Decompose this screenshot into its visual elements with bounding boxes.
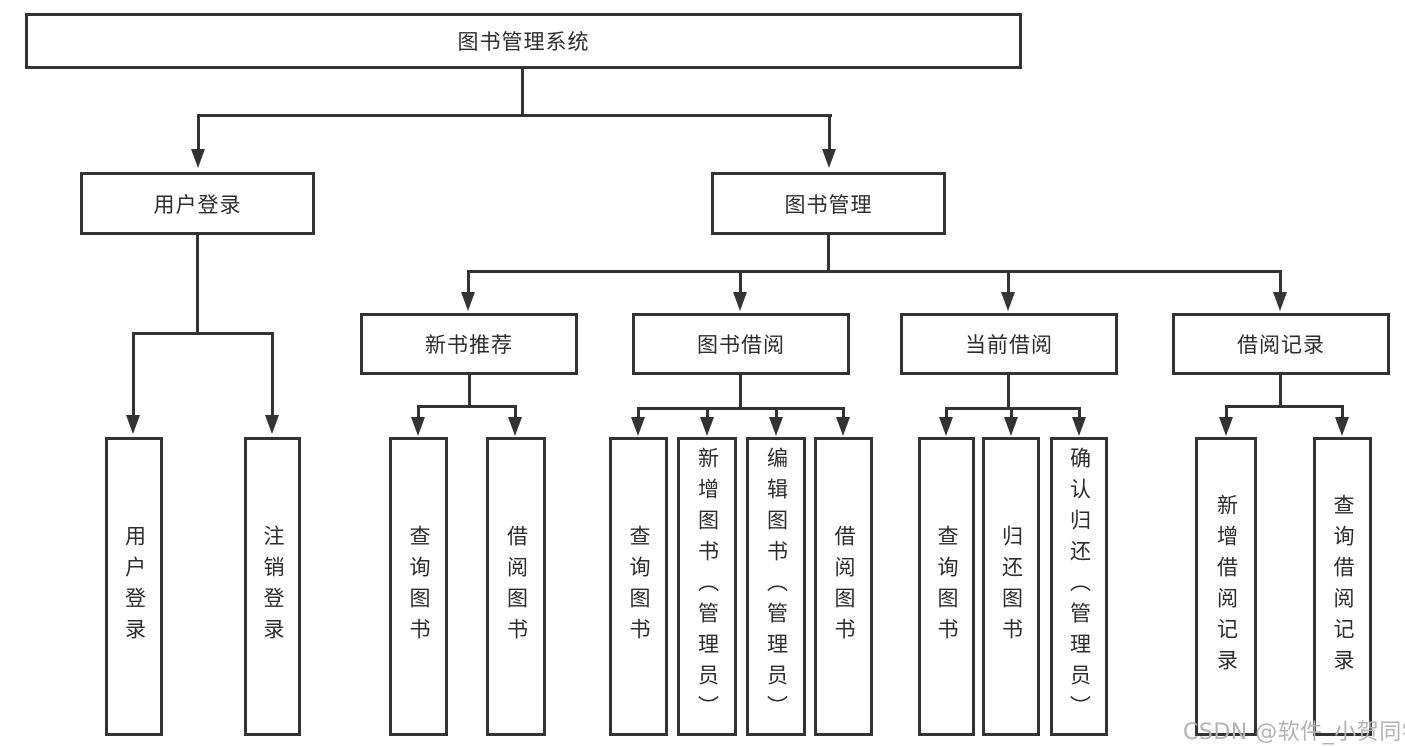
- connector-shaft: [637, 407, 640, 420]
- node-label: 图书管理: [784, 192, 873, 217]
- connector-current-borrowing-stub: [1007, 374, 1010, 410]
- arrowhead-down-icon: [411, 417, 425, 436]
- arrowhead-down-icon: [836, 417, 850, 436]
- node-label: 新书推荐: [425, 333, 513, 357]
- arrowhead-down-icon: [1273, 292, 1287, 311]
- leaf-borrow-books: 借阅图书: [814, 437, 873, 736]
- arrowhead-down-icon: [733, 292, 747, 311]
- connector-book-management-stub: [827, 234, 830, 273]
- connector-shaft: [945, 407, 948, 420]
- arrowhead-down-icon: [191, 149, 205, 168]
- csdn-watermark: CSDN @软件_小贺同学: [1183, 720, 1405, 745]
- connector-user-login-stub: [196, 234, 199, 335]
- leaf-query-books-recommend: 查询图书: [389, 437, 448, 736]
- connector-shaft: [1225, 405, 1228, 420]
- arrowhead-down-icon: [822, 149, 836, 168]
- arrowhead-down-icon: [700, 417, 714, 436]
- connector-shaft: [842, 407, 845, 420]
- connector-book-borrowing-stub: [739, 374, 742, 410]
- leaf-confirm-return-admin: 确认归还（管理员）: [1050, 437, 1108, 736]
- leaf-label: 归还图书: [999, 524, 1024, 649]
- arrowhead-down-icon: [1004, 417, 1018, 436]
- node-label: 当前借阅: [965, 333, 1053, 357]
- connector-shaft: [467, 270, 470, 295]
- arrowhead-down-icon: [769, 417, 783, 436]
- connector-shaft: [1341, 405, 1344, 420]
- arrowhead-down-icon: [939, 417, 953, 436]
- node-book-borrowing: 图书借阅: [632, 313, 850, 375]
- arrowhead-down-icon: [1219, 417, 1233, 436]
- node-current-borrowing: 当前借阅: [900, 313, 1118, 375]
- connector-shaft-user-login: [197, 114, 200, 151]
- arrowhead-down-icon: [631, 417, 645, 436]
- connector-shaft: [271, 332, 274, 417]
- arrowhead-down-icon: [265, 415, 279, 434]
- leaf-label: 编辑图书（管理员）: [764, 447, 789, 726]
- connector-root-stub: [521, 69, 524, 116]
- connector-shaft: [739, 270, 742, 295]
- leaf-add-books-admin: 新增图书（管理员）: [677, 437, 737, 736]
- connector-borrowing-records-rail: [1225, 405, 1343, 408]
- leaf-label: 借阅图书: [832, 524, 856, 649]
- connector-shaft: [1078, 407, 1081, 420]
- connector-shaft: [514, 405, 517, 420]
- connector-shaft: [1279, 270, 1282, 295]
- connector-level2-rail: [197, 114, 832, 117]
- arrowhead-down-icon: [508, 417, 522, 436]
- leaf-label: 借阅图书: [504, 524, 529, 649]
- node-label: 图书借阅: [697, 333, 785, 357]
- connector-shaft: [132, 332, 135, 417]
- leaf-query-borrow-record: 查询借阅记录: [1313, 437, 1372, 736]
- leaf-query-books-borrowing: 查询图书: [609, 437, 668, 736]
- leaf-label: 查询图书: [627, 524, 651, 649]
- leaf-label: 用户登录: [122, 524, 147, 649]
- leaf-borrow-books-recommend: 借阅图书: [486, 437, 546, 736]
- leaf-add-borrow-record: 新增借阅记录: [1195, 437, 1257, 736]
- node-label: 用户登录: [153, 192, 242, 217]
- leaf-query-books-current: 查询图书: [918, 437, 975, 736]
- arrowhead-down-icon: [1072, 417, 1086, 436]
- node-label: 借阅记录: [1237, 333, 1325, 357]
- arrowhead-down-icon: [1335, 417, 1349, 436]
- node-new-book-recommendation: 新书推荐: [360, 313, 578, 375]
- node-user-login: 用户登录: [80, 172, 315, 235]
- connector-shaft: [1010, 407, 1013, 420]
- connector-borrowing-records-stub: [1279, 374, 1282, 408]
- leaf-label: 注销登录: [261, 524, 285, 649]
- connector-shaft: [417, 405, 420, 420]
- connector-shaft: [775, 407, 778, 420]
- leaf-return-books: 归还图书: [982, 437, 1040, 736]
- leaf-label: 新增图书（管理员）: [695, 447, 720, 726]
- leaf-edit-books-admin: 编辑图书（管理员）: [746, 437, 806, 736]
- connector-new-book-rail: [417, 405, 517, 408]
- leaf-user-login: 用户登录: [105, 437, 163, 736]
- leaf-label: 确认归还（管理员）: [1067, 447, 1092, 726]
- arrowhead-down-icon: [461, 292, 475, 311]
- connector-shaft: [1007, 270, 1010, 295]
- node-library-management-system: 图书管理系统: [25, 13, 1022, 69]
- connector-book-borrowing-rail: [637, 407, 845, 410]
- leaf-label: 查询借阅记录: [1331, 493, 1355, 680]
- arrowhead-down-icon: [1001, 292, 1015, 311]
- connector-new-book-stub: [468, 374, 471, 408]
- leaf-label: 查询图书: [407, 524, 431, 649]
- node-book-management: 图书管理: [711, 172, 946, 235]
- connector-level3-rail: [467, 270, 1281, 273]
- node-borrowing-records: 借阅记录: [1172, 313, 1390, 375]
- leaf-label: 查询图书: [935, 524, 959, 649]
- connector-shaft-book-management: [828, 114, 831, 151]
- node-label: 图书管理系统: [457, 30, 590, 54]
- leaf-label: 新增借阅记录: [1214, 493, 1239, 680]
- leaf-logout: 注销登录: [244, 437, 301, 736]
- connector-shaft: [706, 407, 709, 420]
- connector-user-login-rail: [132, 332, 274, 335]
- arrowhead-down-icon: [126, 415, 140, 434]
